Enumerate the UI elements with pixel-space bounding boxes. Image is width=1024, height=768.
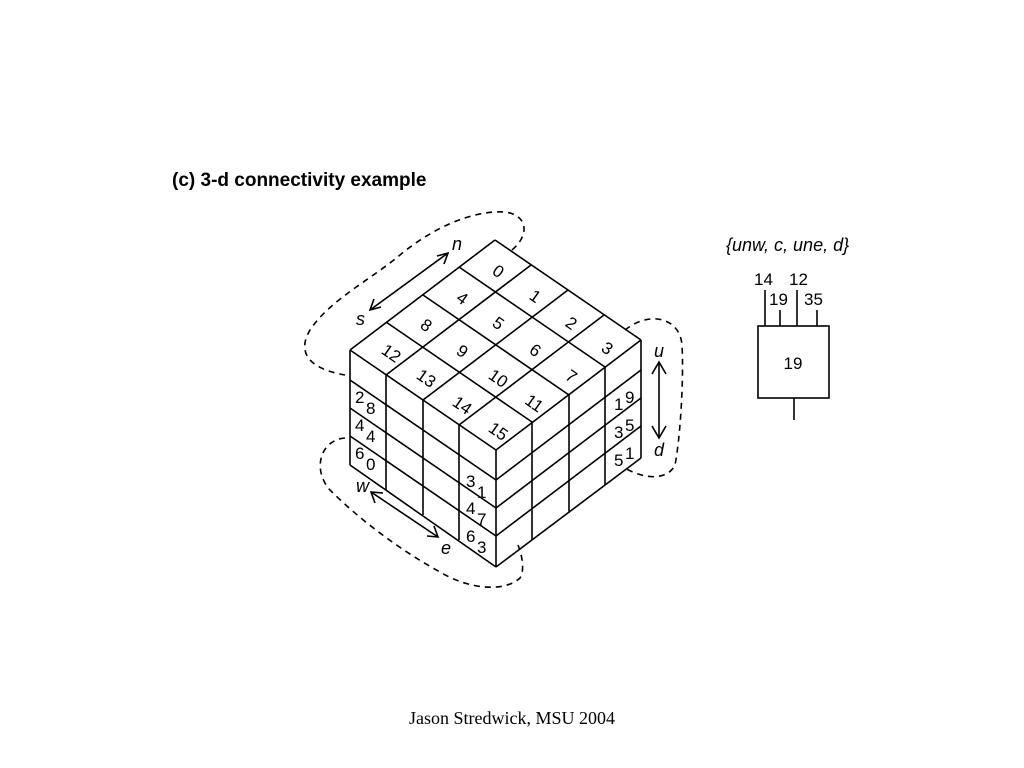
- direction-u-label: u: [654, 341, 664, 361]
- dashed-region-right: [624, 318, 684, 478]
- top-face-labels: 0 1 2 3 4 5 6 7 8 9 10 11 12 13 14 15: [378, 261, 617, 445]
- cell-digit: 6: [466, 527, 475, 546]
- front-face-labels: 3 1 4 7 6 3: [466, 472, 486, 557]
- direction-n-label: n: [452, 234, 462, 254]
- cell-label: 3: [598, 338, 617, 359]
- direction-w-label: w: [356, 476, 370, 496]
- cell-label: 4: [453, 288, 472, 309]
- cell-digit: 1: [614, 395, 623, 414]
- we-arrow: [369, 491, 440, 538]
- cell-digit: 5: [625, 416, 634, 435]
- cell-digit: 3: [466, 472, 475, 491]
- direction-e-label: e: [441, 538, 451, 558]
- cell-digit: 4: [466, 499, 475, 518]
- input-label: 35: [804, 290, 823, 309]
- figure-title: (c) 3-d connectivity example: [172, 170, 427, 191]
- cell-digit: 6: [355, 444, 364, 463]
- cell-label: 9: [453, 341, 472, 362]
- cell-digit: 4: [366, 427, 375, 446]
- cell-digit: 5: [614, 451, 623, 470]
- dashed-region-top: [303, 211, 525, 376]
- cell-label: 7: [562, 366, 581, 387]
- cell-digit: 1: [625, 444, 634, 463]
- cell-digit: 3: [614, 423, 623, 442]
- cube-front-face: [349, 350, 497, 568]
- node-box-lines: [757, 290, 830, 420]
- cell-digit: 4: [355, 416, 364, 435]
- cell-label: 6: [526, 340, 545, 361]
- cell-digit: 2: [355, 388, 364, 407]
- cell-label: 11: [521, 391, 546, 417]
- input-label: 19: [769, 290, 788, 309]
- ud-arrow: [651, 360, 667, 440]
- cell-digit: 8: [366, 399, 375, 418]
- right-face-labels: 1 9 3 5 5 1: [614, 388, 634, 470]
- cell-label: 2: [562, 313, 581, 334]
- left-face-labels: 2 8 4 4 6 0: [355, 388, 375, 474]
- input-label: 14: [754, 270, 773, 289]
- ns-arrow: [368, 251, 450, 312]
- input-label: 12: [789, 270, 808, 289]
- direction-s-label: s: [356, 309, 365, 329]
- cube-right-face: [495, 340, 642, 568]
- cell-digit: 1: [477, 483, 486, 502]
- cell-label: 0: [489, 261, 508, 282]
- cell-label: 1: [526, 286, 545, 307]
- cell-label: 5: [489, 313, 508, 334]
- dashed-region-bottom: [319, 437, 524, 588]
- cell-label: 12: [378, 340, 404, 366]
- cell-digit: 7: [477, 510, 486, 529]
- cell-digit: 9: [625, 388, 634, 407]
- footer-credit: Jason Stredwick, MSU 2004: [409, 708, 615, 728]
- cell-digit: 3: [477, 538, 486, 557]
- cell-label: 8: [417, 315, 436, 336]
- cell-digit: 0: [366, 455, 375, 474]
- node-value: 19: [784, 354, 803, 373]
- neighbor-set-label: {unw, c, une, d}: [726, 235, 849, 255]
- cell-label: 13: [413, 365, 439, 391]
- direction-d-label: d: [654, 440, 665, 460]
